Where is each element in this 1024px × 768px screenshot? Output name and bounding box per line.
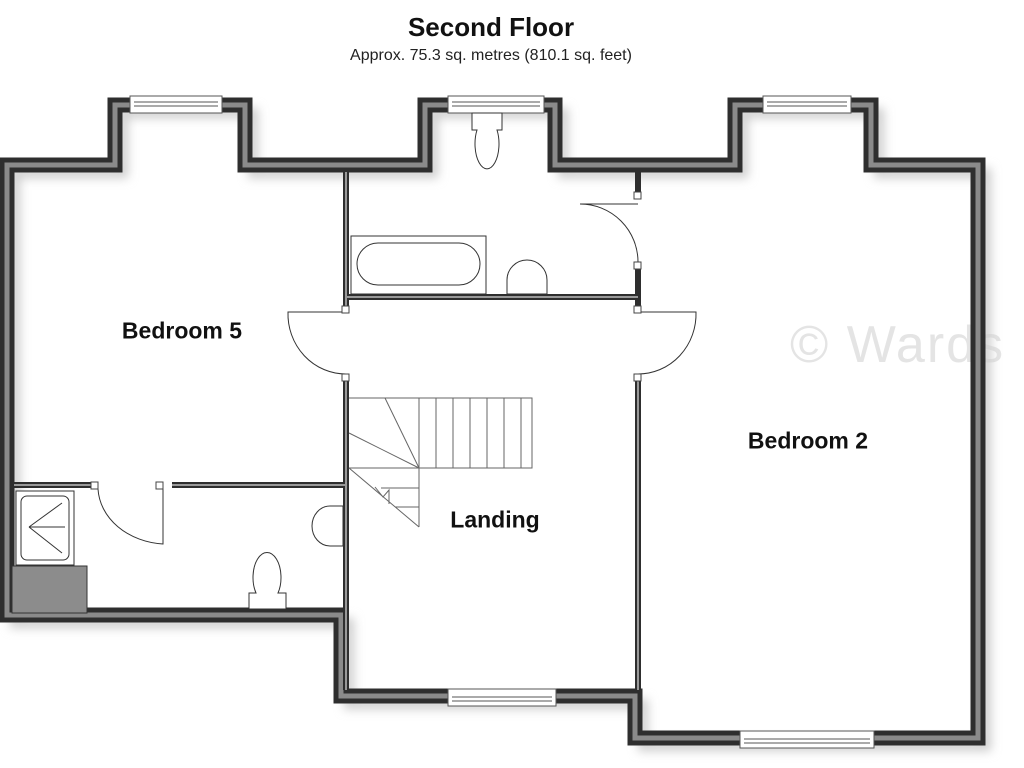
windows [129,95,875,749]
window [447,95,545,114]
basin [506,259,548,295]
cupboard [11,565,88,614]
bath-tub [356,242,481,286]
door-bedroom2 [637,311,697,375]
floor-area: Approx. 75.3 sq. metres (810.1 sq. feet) [350,47,632,64]
external-wall [0,97,986,746]
toilet-ensuite [248,552,287,610]
page-title: Second Floor [407,12,575,42]
door-bedroom5 [287,311,347,375]
room-label-landing: Landing [450,506,540,533]
watermark: © Wards [790,316,1006,374]
external-wall-inner [4,102,981,741]
toilet [471,112,503,170]
door-shower-room [97,488,164,545]
window [762,95,852,114]
room-label-bedroom2: Bedroom 2 [747,427,869,454]
door-bathroom [579,203,639,263]
room-label-bedroom5: Bedroom 5 [121,317,243,344]
basin-ensuite [311,505,344,547]
window [129,95,223,114]
staircase[interactable] [348,397,533,528]
fixtures [11,112,548,614]
doors [97,203,697,545]
